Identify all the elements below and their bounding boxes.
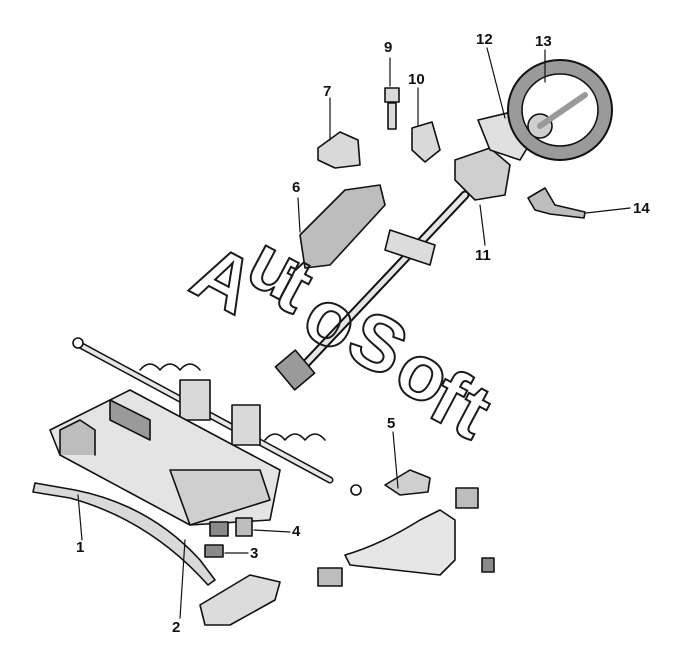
callout-9: 9 (384, 39, 393, 56)
callout-11: 11 (475, 247, 491, 264)
callout-6: 6 (292, 179, 301, 196)
steering-shaft (274, 190, 470, 391)
part-1-beam (32, 482, 216, 586)
callout-13: 13 (535, 33, 552, 50)
part-4-bushing (235, 517, 253, 537)
part-3-bushing (204, 544, 224, 558)
callout-2: 2 (172, 619, 181, 636)
part-6-lower-cover (299, 184, 386, 269)
part-14-lever (527, 187, 586, 219)
callout-10: 10 (408, 71, 425, 88)
part-9-key (384, 87, 400, 130)
callout-12: 12 (476, 31, 493, 48)
part-13-steering-wheel (507, 59, 613, 161)
callout-3: 3 (250, 545, 259, 562)
part-5-control-arm (317, 469, 495, 587)
subframe (49, 389, 281, 526)
callout-4: 4 (292, 523, 301, 540)
callout-5: 5 (387, 415, 396, 432)
part-7-upper-cover (317, 131, 361, 169)
steering-rack (72, 337, 362, 496)
callout-14: 14 (633, 200, 650, 217)
callout-1: 1 (76, 539, 85, 556)
leader-lines (77, 47, 631, 619)
part-3-bushing-upper (209, 521, 229, 537)
part-2-bracket (199, 574, 281, 626)
callout-7: 7 (323, 83, 332, 100)
part-10-lock (411, 121, 441, 163)
